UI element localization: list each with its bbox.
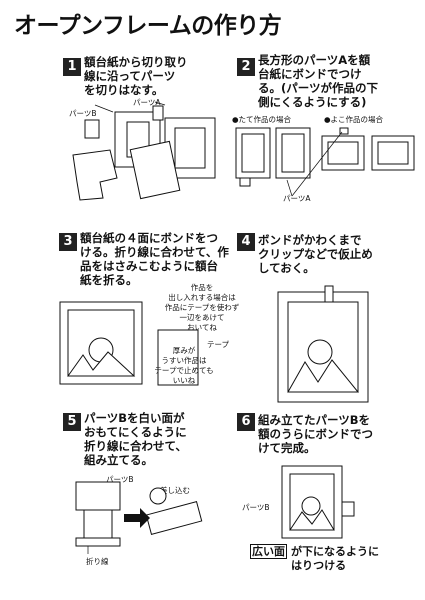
part-a-label-2: パーツA — [283, 194, 311, 203]
step-6-note-tail: が下になるように はりつける — [291, 545, 379, 572]
bubble-tip-2: 厚みが うすい作品は テープで止めても いいね — [154, 346, 214, 385]
step-6-text: 組み立てたパーツBを 額のうらにボンドでつ けて完成。 — [258, 413, 373, 455]
step-5-number: 5 — [63, 413, 81, 431]
step-2-illustration — [235, 127, 415, 197]
step-4-number: 4 — [237, 233, 255, 251]
part-a-label: パーツA — [133, 98, 161, 107]
step-5-text: パーツBを白い面が おもてにくるように 折り線に合わせて、 組み立てる。 — [84, 411, 187, 467]
step-1-text: 額台紙から切り取り 線に沿ってパーツ を切りはなす。 — [84, 55, 188, 97]
part-b-label-6: パーツB — [242, 503, 270, 512]
vertical-work-label: ●たて作品の場合 — [232, 115, 292, 124]
part-b-label: パーツB — [69, 109, 97, 118]
insert-label: 差し込む — [160, 486, 190, 495]
step-2-text: 長方形のパーツAを額 台紙にボンドでつけ る。(パーツが作品の下 側にくるように… — [258, 53, 379, 109]
page-title: オープンフレームの作り方 — [14, 13, 282, 39]
tape-label: テープ — [207, 340, 230, 349]
step-5-illustration — [75, 481, 203, 554]
part-b-label-5: パーツB — [106, 475, 134, 484]
step-1-number: 1 — [63, 58, 81, 76]
step-3-illustration — [59, 301, 199, 386]
bubble-tip-1: 作品を 出し入れする場合は 作品にテープを使わず 一辺をあけて おいてね — [164, 283, 240, 332]
step-3-number: 3 — [59, 233, 77, 251]
step-2-number: 2 — [237, 58, 255, 76]
horizontal-work-label: ●よこ作品の場合 — [324, 115, 384, 124]
wide-face-highlight: 広い面 — [250, 544, 287, 559]
step-6-illustration — [281, 465, 355, 539]
fold-line-label: 折り線 — [86, 557, 109, 566]
step-1-illustration — [72, 101, 216, 201]
step-4-illustration — [277, 285, 369, 403]
step-6-number: 6 — [237, 413, 255, 431]
step-4-text: ボンドがかわくまで クリップなどで仮止め しておく。 — [258, 233, 373, 275]
step-3-text: 額台紙の４面にボンドをつ ける。折り線に合わせて、作 品をはさみこむように額台 … — [80, 231, 229, 287]
step-6-note: 広い面 — [250, 544, 287, 559]
